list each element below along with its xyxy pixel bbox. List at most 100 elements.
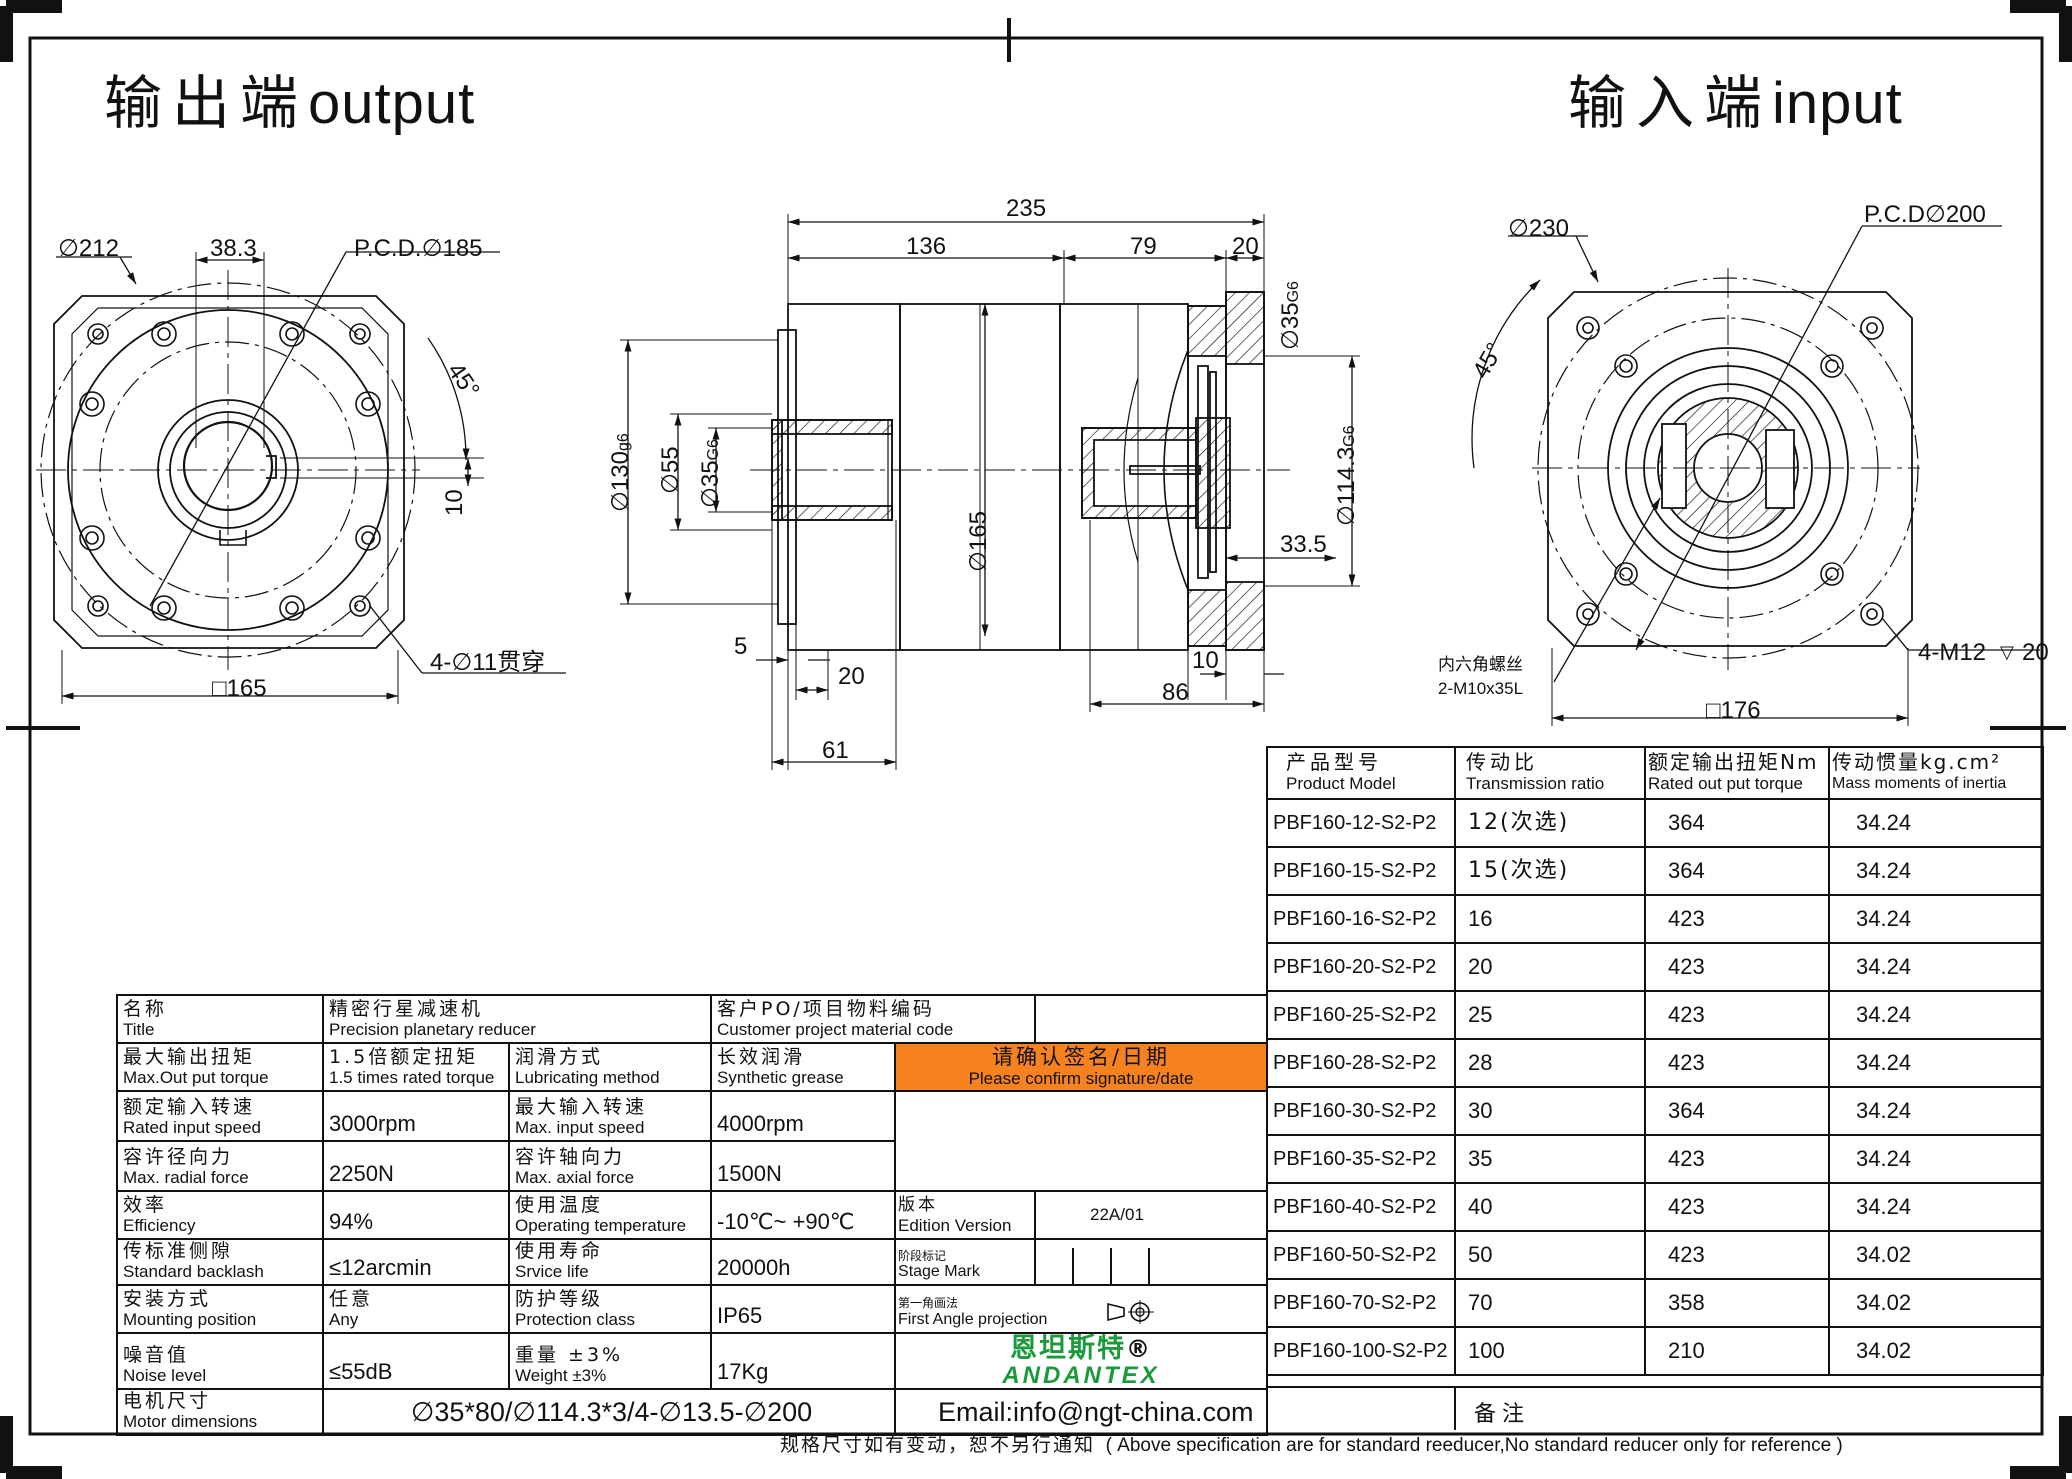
dim-out-dia: ∅212 xyxy=(58,235,119,262)
confirm-signature-cell[interactable]: 请确认签名/日期 Please confirm signature/date xyxy=(894,1042,1269,1092)
product-ratio-cell: 20 xyxy=(1454,942,1646,992)
dim-in-screw: 2-M10x35L xyxy=(1438,679,1523,698)
stage-marks xyxy=(1034,1238,1269,1286)
product-ratio-cell: 28 xyxy=(1454,1038,1646,1088)
first-angle-projection-icon xyxy=(1107,1300,1155,1324)
output-end-view xyxy=(36,251,566,704)
dim-len-total: 235 xyxy=(1006,195,1046,222)
dim-in-holes: 4-M12 xyxy=(1918,639,1986,666)
dim-out-square: □165 xyxy=(212,675,267,702)
dim-l20: 20 xyxy=(838,663,865,690)
product-inertia-cell: 34.24 xyxy=(1828,798,2044,848)
product-torque-cell: 364 xyxy=(1644,798,1830,848)
dim-l10: 10 xyxy=(1192,647,1219,674)
dim-l86: 86 xyxy=(1162,679,1189,706)
dim-len-b: 79 xyxy=(1130,233,1157,260)
input-end-view xyxy=(1471,225,2040,726)
product-ratio-cell: 40 xyxy=(1454,1182,1646,1232)
footer-note-cn: 规格尺寸如有变动，恕不另行通知 xyxy=(780,1434,1096,1456)
product-torque-cell: 423 xyxy=(1644,1038,1830,1088)
output-title: 输出端output xyxy=(104,74,475,133)
product-torque-cell: 423 xyxy=(1644,1134,1830,1184)
product-torque-cell: 423 xyxy=(1644,894,1830,944)
dim-len-c: 20 xyxy=(1232,233,1259,260)
dim-l335: 33.5 xyxy=(1280,531,1327,558)
product-model-cell: PBF160-70-S2-P2 xyxy=(1266,1278,1456,1328)
product-inertia-cell: 34.24 xyxy=(1828,990,2044,1040)
product-ratio-cell: 50 xyxy=(1454,1230,1646,1280)
dim-d35: ∅35G6 xyxy=(697,439,724,508)
product-inertia-cell: 34.24 xyxy=(1828,1134,2044,1184)
dim-d1143: ∅114.3G6 xyxy=(1333,425,1360,526)
dim-d35r: ∅35G6 xyxy=(1277,281,1304,350)
dim-in-screw-cn: 内六角螺丝 xyxy=(1438,655,1523,674)
product-model-cell: PBF160-25-S2-P2 xyxy=(1266,990,1456,1040)
dim-out-angle: 45° xyxy=(442,358,485,403)
product-model-cell: PBF160-20-S2-P2 xyxy=(1266,942,1456,992)
dim-out-holes: 4-∅11贯穿 xyxy=(430,649,545,676)
remark-left-cell xyxy=(1266,1386,1454,1430)
spec-customer-value xyxy=(1034,994,1269,1044)
dim-out-pcd: P.C.D.∅185 xyxy=(354,235,483,262)
product-ratio-cell: 35 xyxy=(1454,1134,1646,1184)
product-ratio-cell: 30 xyxy=(1454,1086,1646,1136)
product-model-cell: PBF160-15-S2-P2 xyxy=(1266,846,1456,896)
footer-note-en: ( Above specification are for standard r… xyxy=(1105,1435,1843,1456)
side-section-view xyxy=(620,214,1360,770)
email[interactable]: Email:info@ngt-china.com xyxy=(894,1388,1269,1436)
product-inertia-cell: 34.24 xyxy=(1828,894,2044,944)
product-model-cell: PBF160-16-S2-P2 xyxy=(1266,894,1456,944)
output-title-en: output xyxy=(308,71,476,136)
product-inertia-cell: 34.24 xyxy=(1828,942,2044,992)
product-model-cell: PBF160-28-S2-P2 xyxy=(1266,1038,1456,1088)
product-model-cell: PBF160-50-S2-P2 xyxy=(1266,1230,1456,1280)
product-model-cell: PBF160-100-S2-P2 xyxy=(1266,1326,1456,1376)
product-inertia-cell: 34.24 xyxy=(1828,846,2044,896)
brand-logo: 恩坦斯特® ANDANTEX xyxy=(894,1332,1269,1390)
footer-note: 规格尺寸如有变动，恕不另行通知 ( Above specification ar… xyxy=(780,1430,1843,1457)
product-ratio-cell: 70 xyxy=(1454,1278,1646,1328)
product-inertia-cell: 34.02 xyxy=(1828,1230,2044,1280)
product-ratio-cell: 16 xyxy=(1454,894,1646,944)
dim-l61: 61 xyxy=(822,737,849,764)
product-inertia-cell: 34.24 xyxy=(1828,1182,2044,1232)
product-torque-cell: 364 xyxy=(1644,1086,1830,1136)
dim-in-depth: 20 xyxy=(2022,639,2049,666)
dim-in-angle: 45° xyxy=(1467,338,1509,383)
product-torque-cell: 423 xyxy=(1644,1230,1830,1280)
product-model-cell: PBF160-12-S2-P2 xyxy=(1266,798,1456,848)
input-title-en: input xyxy=(1772,71,1903,136)
product-model-cell: PBF160-40-S2-P2 xyxy=(1266,1182,1456,1232)
product-ratio-cell: 12(次选) xyxy=(1454,798,1646,848)
input-title: 输入端input xyxy=(1568,74,1903,133)
product-torque-cell: 210 xyxy=(1644,1326,1830,1376)
edition-value: 22A/01 xyxy=(1034,1190,1269,1240)
product-inertia-cell: 34.24 xyxy=(1828,1038,2044,1088)
product-ratio-cell: 100 xyxy=(1454,1326,1646,1376)
remark-cell: 备注 xyxy=(1454,1386,2042,1430)
